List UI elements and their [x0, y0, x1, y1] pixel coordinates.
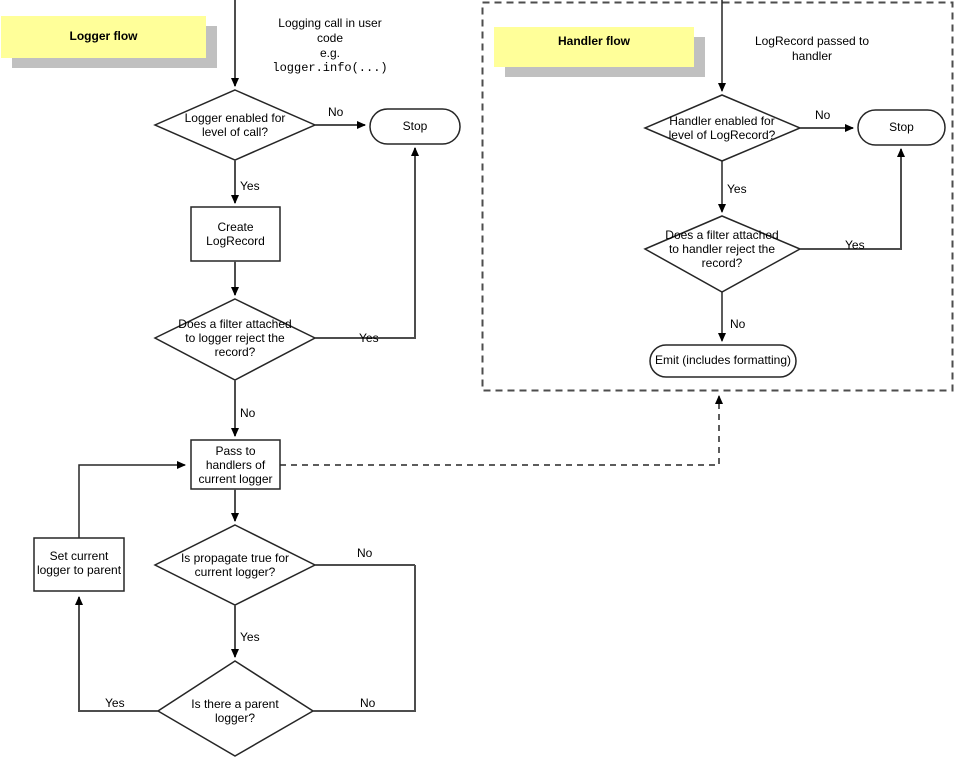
logger-flow-banner-label: Logger flow — [69, 29, 138, 43]
edge-label-is-propagate-no: No — [357, 546, 373, 560]
edge-label-parent-logger-no: No — [360, 696, 376, 710]
node-parent-logger — [156, 660, 315, 757]
node-emit — [649, 344, 797, 378]
node-set-logger-to-parent — [33, 537, 125, 592]
logger-entry-caption-line2: code — [316, 31, 344, 45]
handler-entry-caption: LogRecord passed to handler — [727, 34, 897, 64]
edge-set-parent-to-pass — [78, 461, 186, 538]
edge-pass-to-handler-flow — [280, 395, 723, 466]
edge-label-handler-enabled-yes: Yes — [727, 182, 747, 196]
edge-label-handler-filter-no: No — [730, 317, 746, 331]
node-handler-stop — [857, 109, 946, 146]
logger-entry-caption: Logging call in user code e.g. logger.in… — [240, 16, 420, 76]
edge-label-handler-filter-yes: Yes — [845, 238, 865, 252]
logger-entry-caption-code: logger.info(...) — [272, 61, 388, 75]
node-logger-enabled — [153, 89, 317, 161]
edge-label-logger-filter-no: No — [240, 406, 256, 420]
edge-label-logger-enabled-no: No — [328, 105, 344, 119]
handler-flow-banner — [494, 27, 694, 67]
edge-parent-logger-yes — [75, 596, 158, 712]
handler-entry-caption-line2: handler — [791, 49, 833, 63]
edge-label-parent-logger-yes: Yes — [105, 696, 125, 710]
handler-flow-banner-label: Handler flow — [557, 34, 630, 48]
edge-label-is-propagate-yes: Yes — [240, 630, 260, 644]
handler-entry-caption-line1: LogRecord passed to — [754, 34, 870, 48]
logger-flow-banner — [1, 16, 206, 58]
edge-label-logger-filter-yes: Yes — [359, 331, 379, 345]
node-pass-to-handlers — [190, 439, 281, 490]
node-handler-enabled — [643, 94, 802, 162]
logger-entry-caption-line3: e.g. — [319, 46, 340, 60]
logger-entry-caption-line1: Logging call in user — [278, 16, 382, 30]
node-logger-stop — [369, 108, 461, 145]
handler-flow-container — [481, 1, 954, 392]
edge-parent-logger-no — [313, 565, 416, 712]
node-handler-filter — [643, 215, 802, 293]
node-is-propagate — [153, 524, 317, 606]
node-create-logrecord — [190, 206, 281, 262]
edge-label-handler-enabled-no: No — [815, 108, 831, 122]
edge-logger-filter-yes — [315, 147, 419, 339]
edge-label-logger-enabled-yes: Yes — [240, 179, 260, 193]
node-logger-filter — [153, 298, 317, 381]
edge-handler-filter-yes — [800, 148, 905, 250]
